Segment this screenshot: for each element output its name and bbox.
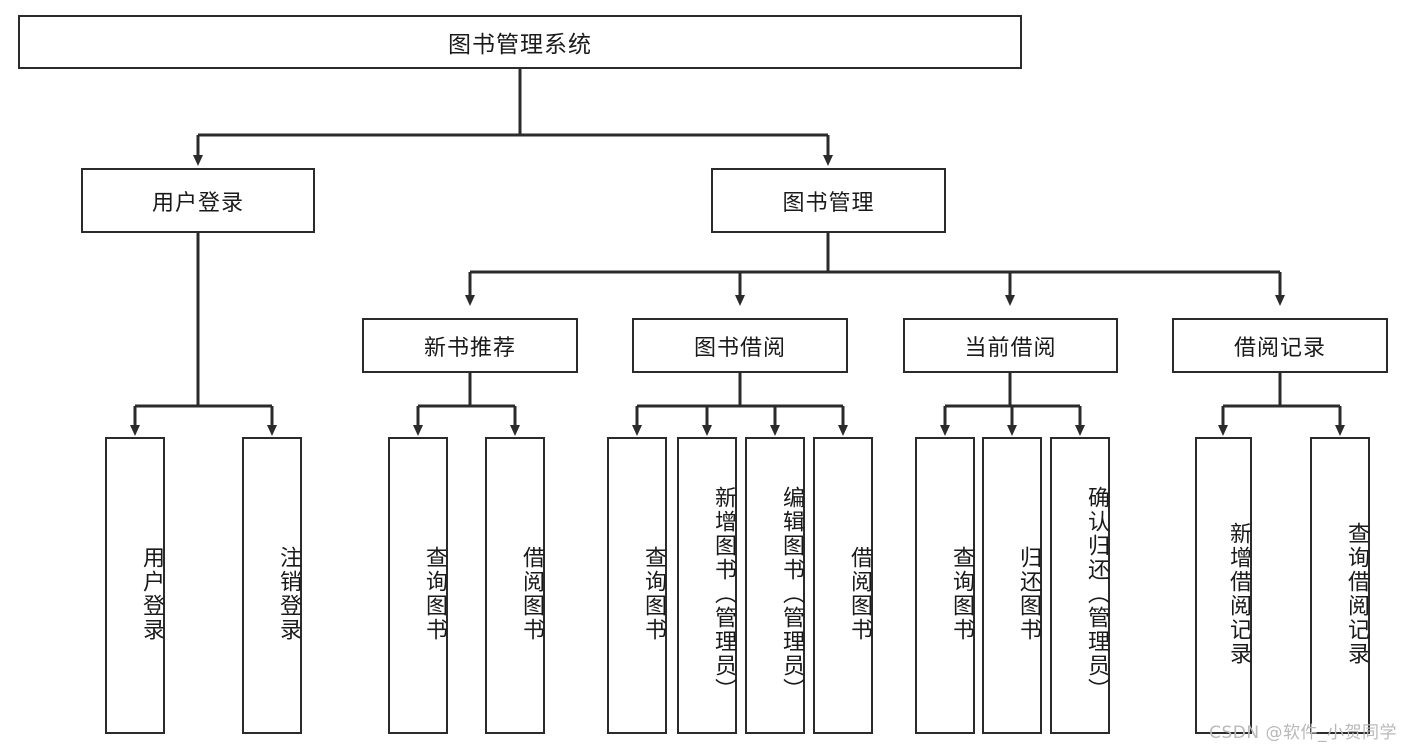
node-leaf-add-record-label: 新增借阅记录	[1226, 521, 1251, 666]
node-leaf-user-login-label: 用户登录	[139, 545, 164, 642]
node-new-book-recommend-label: 新书推荐	[423, 335, 516, 361]
node-leaf-logout-label: 注销登录	[276, 545, 301, 642]
node-leaf-query-book-1[interactable]: 查询图书	[388, 437, 448, 734]
node-leaf-edit-book-label: 编辑图书（管理员）	[779, 485, 804, 702]
node-root[interactable]: 图书管理系统	[18, 15, 1022, 69]
node-book-borrow[interactable]: 图书借阅	[632, 318, 848, 373]
node-leaf-borrow-book-2[interactable]: 借阅图书	[813, 437, 873, 734]
edges-level1	[193, 69, 833, 166]
node-leaf-return-book[interactable]: 归还图书	[982, 437, 1042, 734]
node-leaf-query-record-label: 查询借阅记录	[1344, 521, 1369, 666]
node-book-manage[interactable]: 图书管理	[711, 168, 946, 233]
node-book-manage-label: 图书管理	[782, 190, 875, 216]
node-leaf-borrow-book-1-label: 借阅图书	[519, 545, 544, 642]
node-leaf-query-book-2[interactable]: 查询图书	[607, 437, 667, 734]
node-leaf-add-book-label: 新增图书（管理员）	[711, 485, 736, 702]
node-leaf-borrow-book-1[interactable]: 借阅图书	[485, 437, 545, 734]
node-new-book-recommend[interactable]: 新书推荐	[362, 318, 578, 373]
node-leaf-confirm-return-label: 确认归还（管理员）	[1084, 485, 1109, 702]
node-current-borrow-label: 当前借阅	[964, 335, 1057, 361]
node-leaf-query-book-1-label: 查询图书	[422, 545, 447, 642]
node-leaf-user-login[interactable]: 用户登录	[105, 437, 165, 734]
node-leaf-borrow-book-2-label: 借阅图书	[847, 545, 872, 642]
node-root-label: 图书管理系统	[448, 32, 592, 58]
edges-borrow-record-children	[1218, 373, 1345, 436]
edges-level2-book-manage	[465, 233, 1285, 306]
node-leaf-query-record[interactable]: 查询借阅记录	[1310, 437, 1370, 734]
node-book-borrow-label: 图书借阅	[693, 335, 786, 361]
node-leaf-add-record[interactable]: 新增借阅记录	[1195, 437, 1252, 734]
node-user-login-label: 用户登录	[151, 190, 244, 216]
node-leaf-edit-book[interactable]: 编辑图书（管理员）	[745, 437, 805, 734]
node-leaf-query-book-3-label: 查询图书	[949, 545, 974, 642]
node-leaf-query-book-2-label: 查询图书	[641, 545, 666, 642]
node-leaf-confirm-return[interactable]: 确认归还（管理员）	[1050, 437, 1110, 734]
node-borrow-record-label: 借阅记录	[1233, 335, 1326, 361]
node-leaf-return-book-label: 归还图书	[1016, 545, 1041, 642]
node-current-borrow[interactable]: 当前借阅	[903, 318, 1118, 373]
edges-user-login-children	[130, 233, 277, 436]
node-leaf-logout[interactable]: 注销登录	[242, 437, 302, 734]
watermark: CSDN @软件_小贺同学	[1209, 723, 1397, 743]
edges-current-borrow-children	[940, 373, 1085, 436]
node-borrow-record[interactable]: 借阅记录	[1172, 318, 1388, 373]
node-leaf-add-book[interactable]: 新增图书（管理员）	[677, 437, 737, 734]
edges-new-book-children	[413, 373, 520, 436]
node-leaf-query-book-3[interactable]: 查询图书	[915, 437, 975, 734]
node-user-login[interactable]: 用户登录	[81, 168, 315, 233]
edges-book-borrow-children	[632, 373, 848, 436]
